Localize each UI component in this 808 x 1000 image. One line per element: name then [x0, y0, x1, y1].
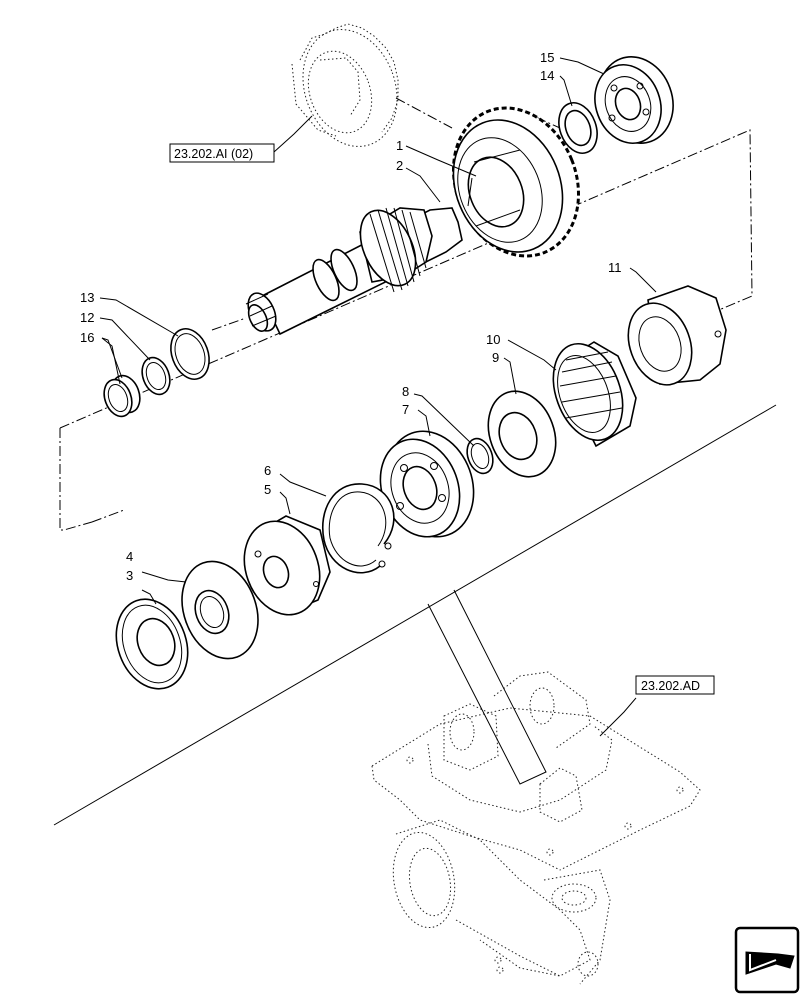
part-1-gear — [452, 106, 580, 258]
part-10-threaded-ring — [552, 341, 637, 448]
callout-15: 15 — [540, 50, 554, 65]
arrow-left-icon — [745, 951, 795, 975]
part-2-shaft — [245, 207, 463, 336]
ref-label-upper-gear: 23.202.AI (02) — [174, 147, 253, 161]
part-3-washer — [115, 598, 189, 690]
ref-label-housing: 23.202.AD — [641, 679, 700, 693]
part-12-ring — [141, 356, 171, 396]
detail-pointer — [427, 589, 547, 785]
part-4-seal — [181, 560, 259, 660]
part-5-collar — [243, 515, 331, 616]
callout-4: 4 — [126, 549, 133, 564]
callout-13: 13 — [80, 290, 94, 305]
part-7-bearing — [379, 430, 475, 538]
part-9-washer — [487, 390, 557, 478]
callout-14: 14 — [540, 68, 554, 83]
callout-5: 5 — [264, 482, 271, 497]
callout-6: 6 — [264, 463, 271, 478]
section-divider-line — [53, 404, 777, 826]
upper-reference-gear — [291, 23, 399, 147]
part-11-sleeve — [627, 285, 727, 386]
part-15-bearing — [594, 56, 674, 144]
callout-7: 7 — [402, 402, 409, 417]
part-6-retaining-ring — [322, 483, 395, 574]
nav-back-button[interactable] — [734, 926, 800, 994]
leader-lines — [99, 57, 657, 737]
part-16-rings — [103, 374, 141, 418]
callout-10: 10 — [486, 332, 500, 347]
callout-2: 2 — [396, 158, 403, 173]
callout-1: 1 — [396, 138, 403, 153]
lower-reference-housing — [371, 671, 701, 985]
callout-8: 8 — [402, 384, 409, 399]
part-13-ring — [170, 328, 210, 380]
ref-link-upper-gear[interactable]: 23.202.AI (02) — [169, 143, 275, 163]
callouts: 1 2 4 3 6 5 8 7 10 9 11 13 12 16 15 14 — [80, 50, 622, 583]
part-14-ring — [558, 102, 598, 154]
callout-3: 3 — [126, 568, 133, 583]
callout-9: 9 — [492, 350, 499, 365]
part-8-circlip — [466, 437, 494, 475]
callout-16: 16 — [80, 330, 94, 345]
callout-11: 11 — [608, 260, 622, 275]
ref-link-housing[interactable]: 23.202.AD — [635, 675, 715, 695]
callout-12: 12 — [80, 310, 94, 325]
